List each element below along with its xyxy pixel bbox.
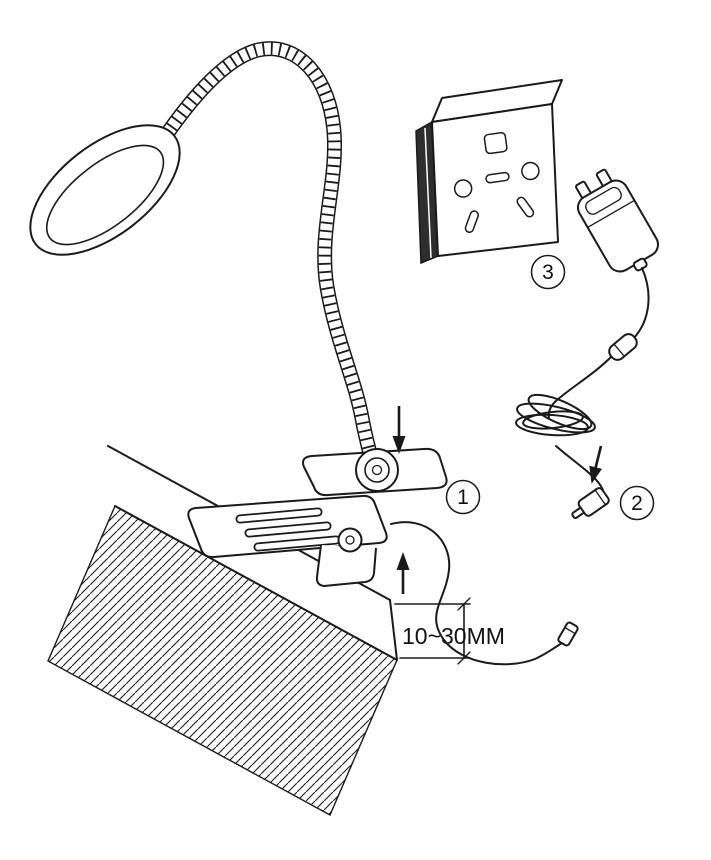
step-3-badge: 3 — [530, 254, 566, 290]
arrow-plug-head — [589, 465, 602, 484]
clamp-screw-center — [345, 535, 355, 545]
lamp-gooseneck — [155, 41, 380, 464]
socket-hole-round-left — [453, 179, 473, 198]
dimension-tick-top — [457, 597, 471, 611]
dimension-annotation: 10~30MM — [394, 597, 505, 665]
dc-plug — [571, 487, 610, 519]
step-2-badge: 2 — [619, 485, 655, 521]
lamp-cable — [390, 521, 563, 666]
socket-hole-slot — [485, 171, 510, 184]
adapter-cable-upper — [633, 267, 650, 339]
socket-holes — [453, 131, 540, 233]
step-1-badge: 1 — [445, 479, 481, 515]
clamp-base — [187, 447, 448, 587]
dimension-label: 10~30MM — [402, 623, 505, 649]
lamp-head — [29, 124, 181, 256]
arrow-down-head — [392, 436, 406, 454]
dc-plug-body — [577, 487, 610, 517]
socket-hole-round-right — [521, 161, 540, 181]
cable-connector-body — [557, 621, 579, 647]
step-3-label: 3 — [542, 261, 554, 284]
clamp-bracket — [315, 544, 377, 587]
lamp-joint-center — [371, 464, 383, 476]
gooseneck-outline — [155, 41, 380, 464]
dimension-tick-bottom — [457, 651, 471, 665]
adapter-cable-mid — [547, 356, 612, 419]
table-bottom-edge — [114, 505, 398, 661]
arrow-up-clamp — [396, 552, 410, 594]
socket-hole-square — [483, 131, 508, 155]
arrow-plug — [589, 445, 603, 484]
wall-socket — [415, 79, 563, 265]
step-2-label: 2 — [631, 492, 643, 515]
step-1-label: 1 — [457, 486, 469, 509]
gooseneck-ribs — [157, 42, 378, 464]
table-corner-edge — [389, 599, 398, 661]
socket-hole-angled-left — [464, 210, 479, 233]
cable-connector — [557, 621, 579, 647]
arrow-up-head — [396, 552, 410, 570]
socket-hole-angled-right — [516, 196, 535, 218]
vent-slots — [235, 507, 341, 552]
cable-coil — [515, 393, 596, 437]
arrow-down-clamp — [392, 406, 406, 454]
lamp-head-inner-rim — [45, 144, 165, 246]
power-adapter — [575, 168, 659, 273]
